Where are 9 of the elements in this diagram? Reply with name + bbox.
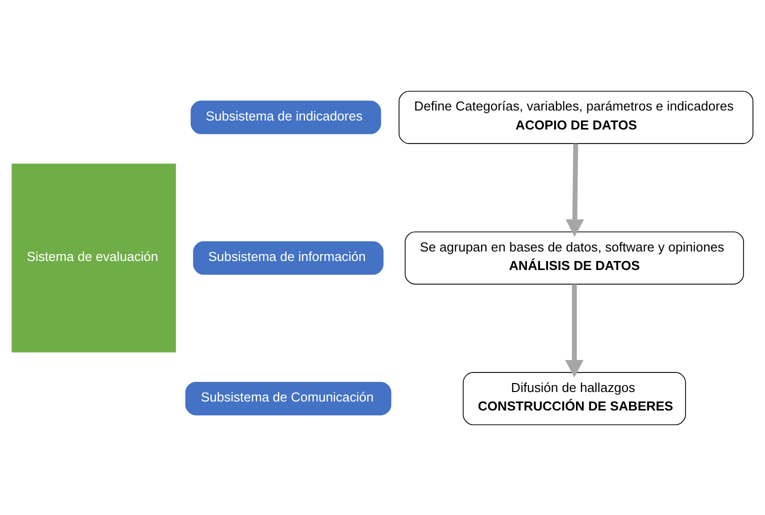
- node-box: Subsistema de información: [193, 240, 384, 274]
- node-box: Define Categorías, variables, parámetros e indicadores ACOPIO DE DATOS: [398, 90, 754, 144]
- node-box: Subsistema de Comunicación: [185, 381, 392, 415]
- node-box: Difusión de hallazgos CONSTRUCCIÓN DE SABERES: [462, 372, 686, 425]
- node-box: Se agrupan en bases de datos, software y opiniones ANÁLISIS DE DATOS: [404, 230, 744, 284]
- node-box: Sistema de evaluación: [12, 163, 176, 352]
- arrow: [565, 284, 584, 377]
- arrow: [566, 143, 584, 236]
- node-box: Subsistema de indicadores: [190, 100, 382, 134]
